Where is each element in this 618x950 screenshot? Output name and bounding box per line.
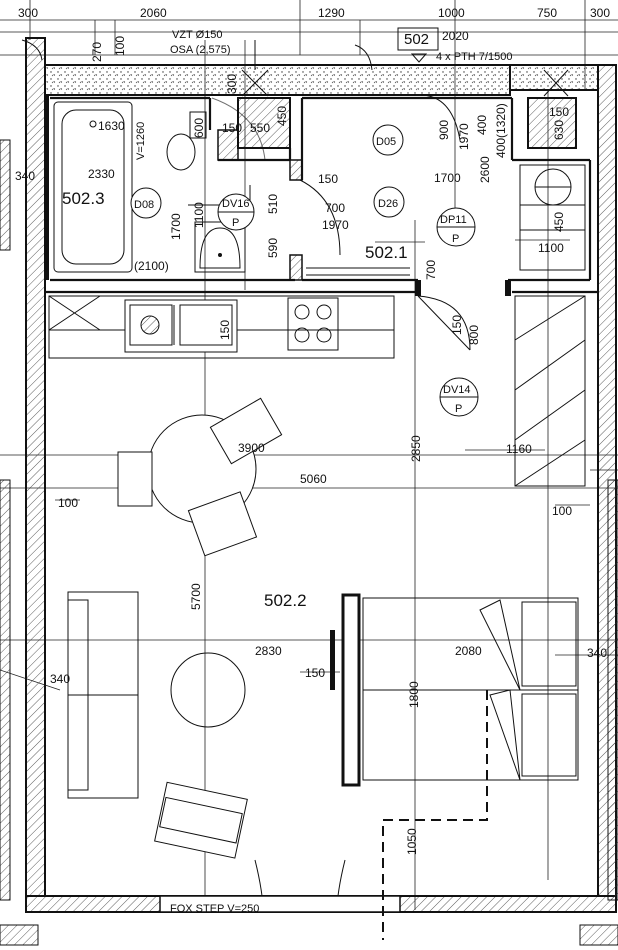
- cooktop: [287, 297, 339, 351]
- dim-150-sink: 150: [218, 320, 232, 340]
- door-tag-circles: [130, 124, 479, 417]
- door-tag-dv14: DV14: [443, 384, 471, 396]
- title-notes: 502 2020 4 x PTH 7/1500 VZT Ø150 OSA (2,…: [170, 29, 512, 915]
- dim-300-vent: 300: [225, 74, 239, 94]
- door-tag-dv14-sub: P: [455, 403, 462, 415]
- dimension-texts-vertical: 270 100 300 450 V=1260 600 1700 1100 510…: [90, 36, 566, 855]
- dim-1970-door: 800: [467, 325, 481, 345]
- dim-510: 510: [266, 194, 280, 214]
- dim-700-right: 1100: [538, 241, 564, 255]
- dim-900-window: 900: [437, 120, 451, 140]
- dim-3900: 3900: [238, 441, 265, 455]
- dim-1630: 1630: [98, 119, 125, 133]
- dim-400-1320: 400(1320): [494, 103, 508, 158]
- dim-600: 600: [192, 118, 206, 138]
- dim-150-partition: 150: [305, 666, 325, 680]
- dim-100-top: 100: [113, 36, 127, 56]
- dim-top-300-right: 300: [590, 6, 610, 20]
- coffee-table: [170, 652, 246, 728]
- door-tag-dv16-sub: P: [232, 217, 239, 229]
- dim-v1260: V=1260: [135, 122, 147, 160]
- dim-450-right: 630: [552, 120, 566, 140]
- hall-shoe-cabinet: [306, 267, 410, 276]
- partition-screen: [330, 630, 335, 690]
- dim-340-right: 340: [587, 646, 607, 660]
- dim-2080: 2080: [455, 644, 482, 658]
- wardrobe: [514, 295, 586, 487]
- dim-1160: 1160: [506, 442, 532, 456]
- door-tag-d26: D26: [378, 198, 398, 210]
- dim-100-right: 100: [552, 504, 572, 518]
- dim-1100-bath: 1100: [192, 202, 206, 228]
- vent-note-1: VZT Ø150: [172, 29, 223, 41]
- room-labels: 502.3 502.1 502.2: [62, 189, 408, 610]
- dim-2330: 2330: [88, 167, 115, 181]
- window-note: 4 x PTH 7/1500: [436, 51, 512, 63]
- dim-340-left-low: 340: [50, 672, 70, 686]
- dim-1050: 1050: [405, 828, 419, 855]
- dim-270: 270: [90, 42, 104, 62]
- door-tag-d05: D05: [376, 136, 396, 148]
- dim-top-1000: 1000: [438, 6, 465, 20]
- dim-top-2060: 2060: [140, 6, 167, 20]
- room-label-502-2: 502.2: [264, 591, 307, 610]
- dim-150-vert: 2600: [478, 156, 492, 183]
- bed: [341, 593, 579, 787]
- dim-340-left: 340: [15, 169, 35, 183]
- dim-800: 150: [450, 315, 464, 335]
- dim-2830: 2830: [255, 644, 282, 658]
- door-tag-texts: D05 D08 D26 DV16 P DP11 P DV14 P: [134, 136, 471, 415]
- dim-700-hall: 700: [325, 201, 345, 215]
- boiler: [519, 164, 586, 271]
- bathtub: [53, 101, 133, 273]
- dim-2100: (2100): [134, 259, 169, 273]
- dashed-outline: [382, 690, 488, 940]
- dim-top-1290: 1290: [318, 6, 345, 20]
- dim-450-vent: 450: [275, 106, 289, 126]
- dim-100-left: 100: [58, 496, 78, 510]
- armchair: [154, 781, 248, 859]
- dim-top-300-left: 300: [18, 6, 38, 20]
- dim-150-hall: 150: [318, 172, 338, 186]
- toilet: [166, 111, 207, 171]
- vent-symbol: [241, 40, 569, 97]
- dining-table: [117, 397, 283, 557]
- dim-150-door: 700: [424, 260, 438, 280]
- door-tag-dv16: DV16: [222, 198, 250, 210]
- external-walls: [0, 37, 618, 946]
- footer-note: FOX STEP V=250: [170, 903, 259, 915]
- dim-2850: 2850: [409, 435, 423, 462]
- dim-550: 550: [250, 121, 270, 135]
- sofa: [67, 591, 139, 799]
- vent-note-2: OSA (2,575): [170, 44, 231, 56]
- dim-1970-hall: 1970: [322, 218, 349, 232]
- dim-1970-window: 1970: [457, 123, 471, 150]
- internal-walls: [45, 95, 598, 296]
- dim-5700: 5700: [189, 583, 203, 610]
- dim-630: 150: [549, 105, 569, 119]
- room-label-502-1: 502.1: [365, 243, 408, 262]
- door-tag-dp11: DP11: [440, 214, 467, 226]
- dim-400: 400: [475, 115, 489, 135]
- dimension-lines: [0, 0, 618, 910]
- door-tag-dp11-sub: P: [452, 233, 459, 245]
- unit-label: 502: [404, 31, 429, 48]
- kitchen-sink: [124, 299, 238, 353]
- dim-5060: 5060: [300, 472, 327, 486]
- door-swings: [21, 39, 471, 897]
- dim-1100-right: 450: [552, 212, 566, 232]
- dim-2600: 1700: [434, 171, 461, 185]
- room-label-502-3: 502.3: [62, 189, 105, 208]
- dim-1800: 1800: [407, 681, 421, 708]
- dim-top-750: 750: [537, 6, 557, 20]
- unit-width-dim: 2020: [442, 29, 469, 43]
- washbasin: [194, 221, 246, 273]
- door-tag-d08: D08: [134, 199, 154, 211]
- dim-1700-bath: 1700: [169, 213, 183, 240]
- dim-590: 590: [266, 238, 280, 258]
- dimension-texts: 300 2060 1290 1000 750 300 1630 550 150 …: [15, 6, 610, 686]
- window-marker: [397, 27, 439, 63]
- dim-150-shaft: 150: [222, 121, 242, 135]
